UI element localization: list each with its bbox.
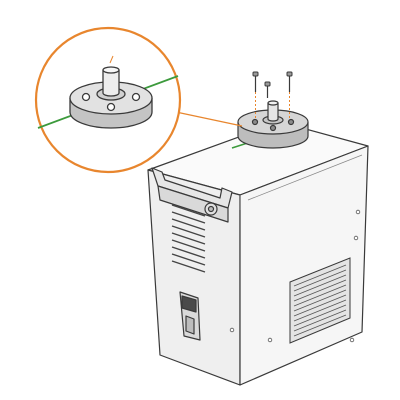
mounting-puck-detail	[69, 66, 153, 129]
mounting-puck	[237, 100, 309, 149]
side-seam	[247, 154, 363, 201]
screw-icon	[252, 71, 293, 98]
front-grille	[171, 204, 206, 273]
zoom-callout	[34, 26, 182, 174]
side-face	[239, 145, 369, 386]
vent-grille	[289, 257, 351, 344]
callout-marker	[109, 55, 114, 64]
front-connector	[179, 291, 201, 341]
callout-leader	[175, 111, 243, 127]
front-knob	[204, 202, 218, 216]
alignment-lines	[255, 92, 290, 120]
welder-unit	[147, 121, 369, 386]
side-screws	[229, 209, 361, 343]
